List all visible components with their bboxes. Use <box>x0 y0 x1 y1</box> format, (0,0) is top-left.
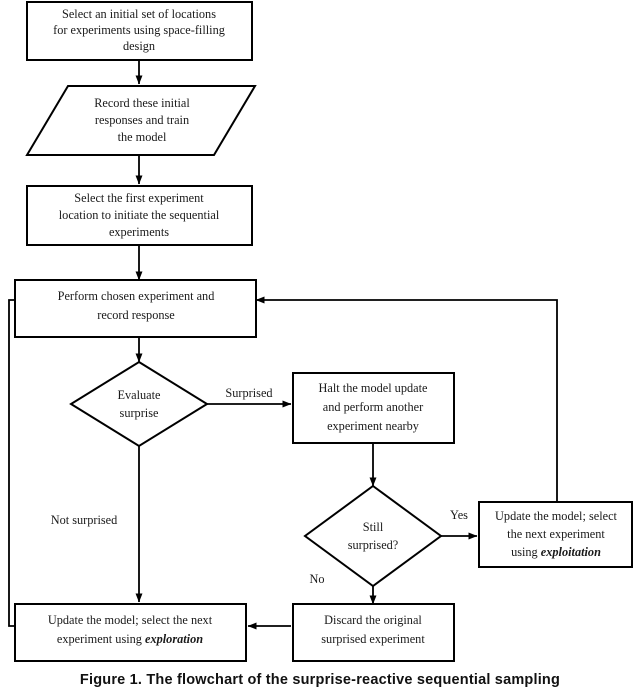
edge-label-surprised: Surprised <box>225 386 272 400</box>
node-text-layer: Select an initial set of locations for e… <box>48 7 618 646</box>
node-first-experiment[interactable] <box>26 185 253 246</box>
edge-label-not-surprised: Not surprised <box>51 513 118 527</box>
node-still-surprised[interactable] <box>303 484 443 588</box>
node-initial-design-label: Select an initial set of locations <box>62 7 216 21</box>
node-initial-design[interactable] <box>26 1 253 61</box>
edge-label-yes: Yes <box>450 508 468 522</box>
node-update-exploration-emphasis: exploration <box>145 632 203 646</box>
node-update-exploitation-label: Update the model; select <box>495 509 617 523</box>
node-update-exploration-label: Update the model; select the next <box>48 613 213 627</box>
node-record-train-label: Record these initial <box>94 96 190 110</box>
node-evaluate-surprise-label: Evaluate <box>117 388 161 402</box>
node-perform-experiment-label: record response <box>97 308 175 322</box>
node-update-exploration-prefix: experiment using <box>57 632 145 646</box>
node-halt-update-label: experiment nearby <box>327 419 420 433</box>
node-halt-update[interactable] <box>292 372 455 444</box>
node-record-train-label: responses and train <box>95 113 189 127</box>
node-discard-experiment-label: Discard the original <box>324 613 422 627</box>
node-update-exploitation[interactable] <box>478 501 633 568</box>
node-update-exploitation-label: the next experiment <box>507 527 605 541</box>
node-still-surprised-label: surprised? <box>348 538 399 552</box>
edge-label-layer: Surprised Not surprised Yes No <box>51 386 468 586</box>
node-halt-update-label: and perform another <box>323 400 423 414</box>
node-halt-update-label: Halt the model update <box>319 381 428 395</box>
node-update-exploitation-prefix: using <box>511 545 541 559</box>
node-layer <box>14 1 633 662</box>
node-record-train-label: the model <box>118 130 167 144</box>
node-perform-experiment-label: Perform chosen experiment and <box>58 289 215 303</box>
node-perform-experiment[interactable] <box>14 279 257 338</box>
edge-label-no: No <box>309 572 324 586</box>
edge-exploration-loop-to-perform <box>8 296 27 627</box>
node-record-train[interactable] <box>25 85 257 156</box>
node-first-experiment-label: Select the first experiment <box>74 191 204 205</box>
node-update-exploration-label: experiment using exploration <box>57 632 203 646</box>
node-evaluate-surprise[interactable] <box>69 360 209 448</box>
edge-exploitation-loop-to-perform <box>255 296 558 502</box>
node-discard-experiment-label: surprised experiment <box>321 632 425 646</box>
node-still-surprised-label: Still <box>363 520 384 534</box>
node-initial-design-label: for experiments using space-filling <box>53 23 225 37</box>
node-update-exploitation-emphasis: exploitation <box>541 545 601 559</box>
node-first-experiment-label: location to initiate the sequential <box>59 208 220 222</box>
node-discard-experiment[interactable] <box>292 603 455 662</box>
node-initial-design-label: design <box>123 39 155 53</box>
node-evaluate-surprise-label: surprise <box>120 406 159 420</box>
figure-caption: Figure 1. The flowchart of the surprise-… <box>79 672 561 688</box>
node-update-exploitation-label: using exploitation <box>511 545 601 559</box>
node-update-exploration[interactable] <box>14 603 247 662</box>
node-first-experiment-label: experiments <box>109 225 169 239</box>
